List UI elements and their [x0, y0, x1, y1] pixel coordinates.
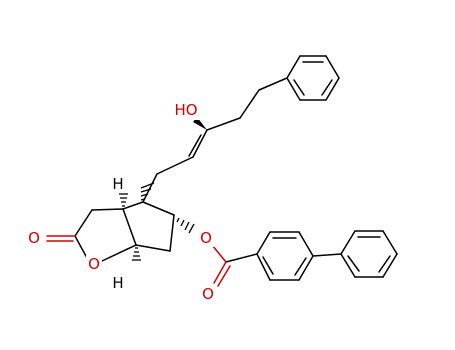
ester-carbonyl-oxygen-label: O: [202, 285, 214, 303]
side-chain: [142, 77, 288, 203]
biphenyl-ester: [211, 230, 398, 287]
phenyl-ring-top: [286, 55, 340, 101]
ester-oxygen-label: O: [200, 229, 212, 247]
lactone-ring-oxygen-label: O: [88, 255, 100, 273]
wedge-bond-ho: [193, 117, 207, 130]
lactone-carbonyl-oxygen-label: O: [28, 229, 40, 247]
hydroxyl-label: HO: [174, 101, 197, 119]
bicyclic-core: [46, 201, 175, 262]
hash-bond-side-chain: [140, 182, 155, 201]
hash-bond-h-bottom: [132, 247, 141, 261]
hash-bond-h-top: [119, 193, 128, 207]
hydrogen-top-label: H: [112, 175, 123, 193]
hash-bond-ester: [176, 217, 195, 234]
hydrogen-bottom-label: H: [112, 274, 123, 292]
